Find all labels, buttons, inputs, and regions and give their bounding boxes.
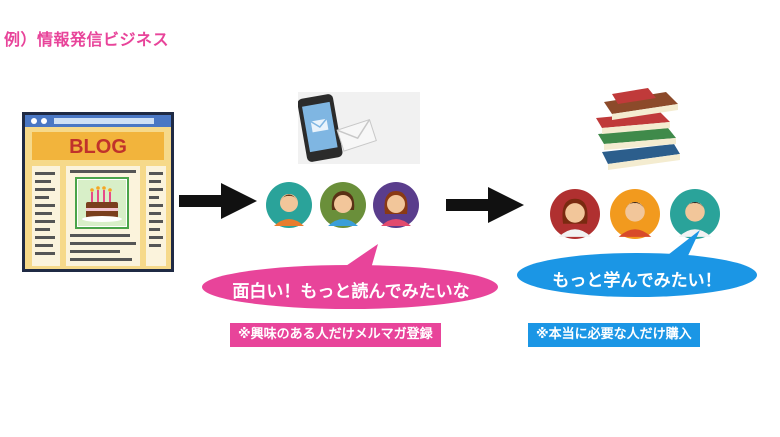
person-icon xyxy=(670,189,720,239)
blog-logo-text: BLOG xyxy=(69,136,127,158)
note-right: ※本当に必要な人だけ購入 xyxy=(528,323,700,347)
speech-bubble-pink xyxy=(202,244,498,309)
books-icon xyxy=(596,88,680,170)
bubble-right-text: もっと学んでみたい！ xyxy=(552,271,722,291)
page-title: 例）情報発信ビジネス xyxy=(4,30,170,49)
person-icon xyxy=(320,182,366,228)
person-icon xyxy=(550,189,600,239)
person-icon xyxy=(610,189,660,239)
person-icon xyxy=(266,182,312,228)
person-icon xyxy=(373,182,419,228)
smartphone-mail-icon xyxy=(298,92,420,164)
arrow-right-icon xyxy=(179,183,257,219)
note-left: ※興味のある人だけメルマガ登録 xyxy=(230,323,441,347)
arrow-right-icon xyxy=(446,187,524,223)
speech-bubble-blue xyxy=(517,230,757,297)
bubble-left-text: 面白い！もっと読んでみたいな xyxy=(232,282,470,302)
blog-illustration: BLOG xyxy=(22,112,174,272)
